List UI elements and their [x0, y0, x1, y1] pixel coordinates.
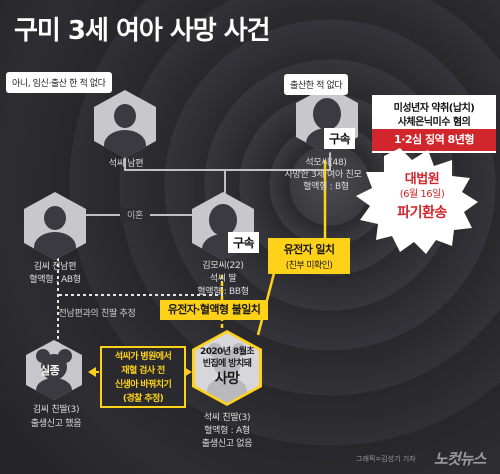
mother-head-icon	[313, 98, 341, 130]
dead-child-blood: 혈액형 : A형	[204, 426, 250, 436]
kim-child-line	[58, 275, 223, 296]
swap-line2: 재혈 검사 전	[121, 366, 165, 376]
kim-head-icon	[209, 204, 237, 236]
verdict-line2: 사체은닉미수 혐의	[397, 117, 471, 128]
mother-blood: 혈액형 : B형	[303, 182, 349, 192]
dna-match-box: 유전자 일치 (친부 미확인)	[268, 238, 350, 274]
swap-line4: (경찰 추정)	[122, 394, 164, 404]
swap-arrow-left-icon	[88, 367, 96, 377]
kim-blood: 혈액형 : BB형	[197, 287, 249, 297]
missing-child-status: 출생신고 했음	[30, 419, 82, 429]
missing-badge: 실종	[40, 364, 60, 377]
dead-child-note2: 빈집에 방치돼	[202, 359, 252, 369]
graphic-credit: 그래픽=김성기 기자	[356, 455, 416, 463]
swap-line1: 석씨가 병원에서	[114, 352, 172, 362]
page-title: 구미 3세 여아 사망 사건	[14, 16, 271, 46]
verdict-box: 미성년자 약취(납치) 사체은닉미수 혐의 1·2심 징역 8년형	[372, 95, 496, 153]
missing-child-head-icon	[41, 354, 67, 380]
missing-child-body-icon	[36, 378, 72, 400]
kim-relation: 석씨 딸	[209, 274, 237, 284]
mother-relation: 사망한 3세 여아 친모	[284, 170, 362, 180]
dna-match-line1: 유전자 일치	[283, 243, 335, 256]
court-name: 대법원	[404, 172, 440, 187]
swap-line3: 신생아 바꿔치기	[114, 380, 172, 390]
dead-child-head-icon	[213, 349, 241, 377]
ex-husband-head-icon	[44, 206, 66, 230]
missing-child-caption: 김씨 친딸(3)	[32, 405, 80, 415]
dead-child-note1: 2020년 8월초	[200, 347, 254, 357]
mother-caption: 석모씨(48)	[305, 158, 347, 168]
court-date: (6월 16일)	[399, 189, 445, 200]
dead-child-note3: 사망	[214, 371, 240, 387]
brand-logo: 노컷뉴스	[434, 450, 486, 468]
dna-match-line2: (친부 미확인)	[285, 261, 333, 271]
starburst-shape	[356, 148, 478, 254]
kim-caption: 김모씨(22)	[202, 261, 244, 271]
dead-child-status: 출생신고 없음	[201, 439, 253, 449]
ex-husband-blood: 혈액형 : AB형	[29, 275, 81, 285]
dead-child-caption: 석씨 친딸(3)	[203, 413, 251, 423]
husband-head-icon	[114, 104, 136, 128]
marriage-line	[124, 150, 331, 171]
ex-husband-caption: 김씨 전남편	[33, 262, 77, 272]
mother-arrest-tag: 구속	[324, 128, 356, 149]
court-result: 파기환송	[397, 205, 447, 221]
bio-estimate-label: 전남편과의 친딸 추정	[58, 309, 136, 319]
swap-box: 석씨가 병원에서 재혈 검사 전 신생아 바꿔치기 (경찰 추정)	[100, 346, 186, 408]
husband-caption: 석씨 남편	[108, 159, 144, 169]
verdict-line1: 미성년자 약취(납치)	[393, 103, 475, 114]
swap-arrow-right-icon	[184, 367, 192, 377]
verdict-line3: 1·2심 징역 8년형	[372, 129, 496, 151]
husband-quote-bubble: 아니, 임신·출산 한 적 없다	[6, 72, 112, 93]
divorce-label: 이혼	[120, 208, 150, 221]
kim-arrest-tag: 구속	[228, 232, 260, 253]
dna-mismatch-box: 유전자·혈액형 불일치	[160, 300, 268, 320]
mother-quote-bubble: 출산한 적 없다	[284, 74, 349, 95]
